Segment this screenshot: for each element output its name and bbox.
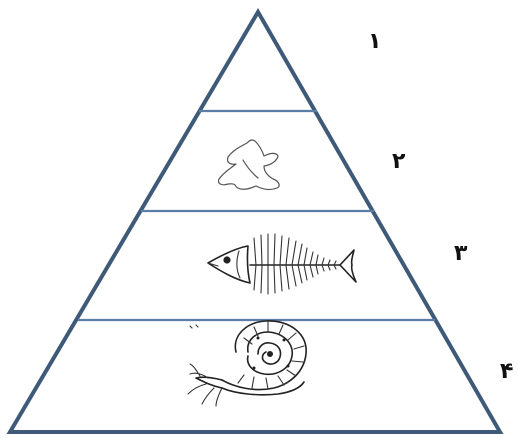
level-number-4: ۴	[500, 359, 513, 384]
level-number-2: ٢	[392, 149, 406, 174]
level-number-1: ١	[368, 29, 381, 54]
level-number-3: ٣	[454, 241, 468, 266]
